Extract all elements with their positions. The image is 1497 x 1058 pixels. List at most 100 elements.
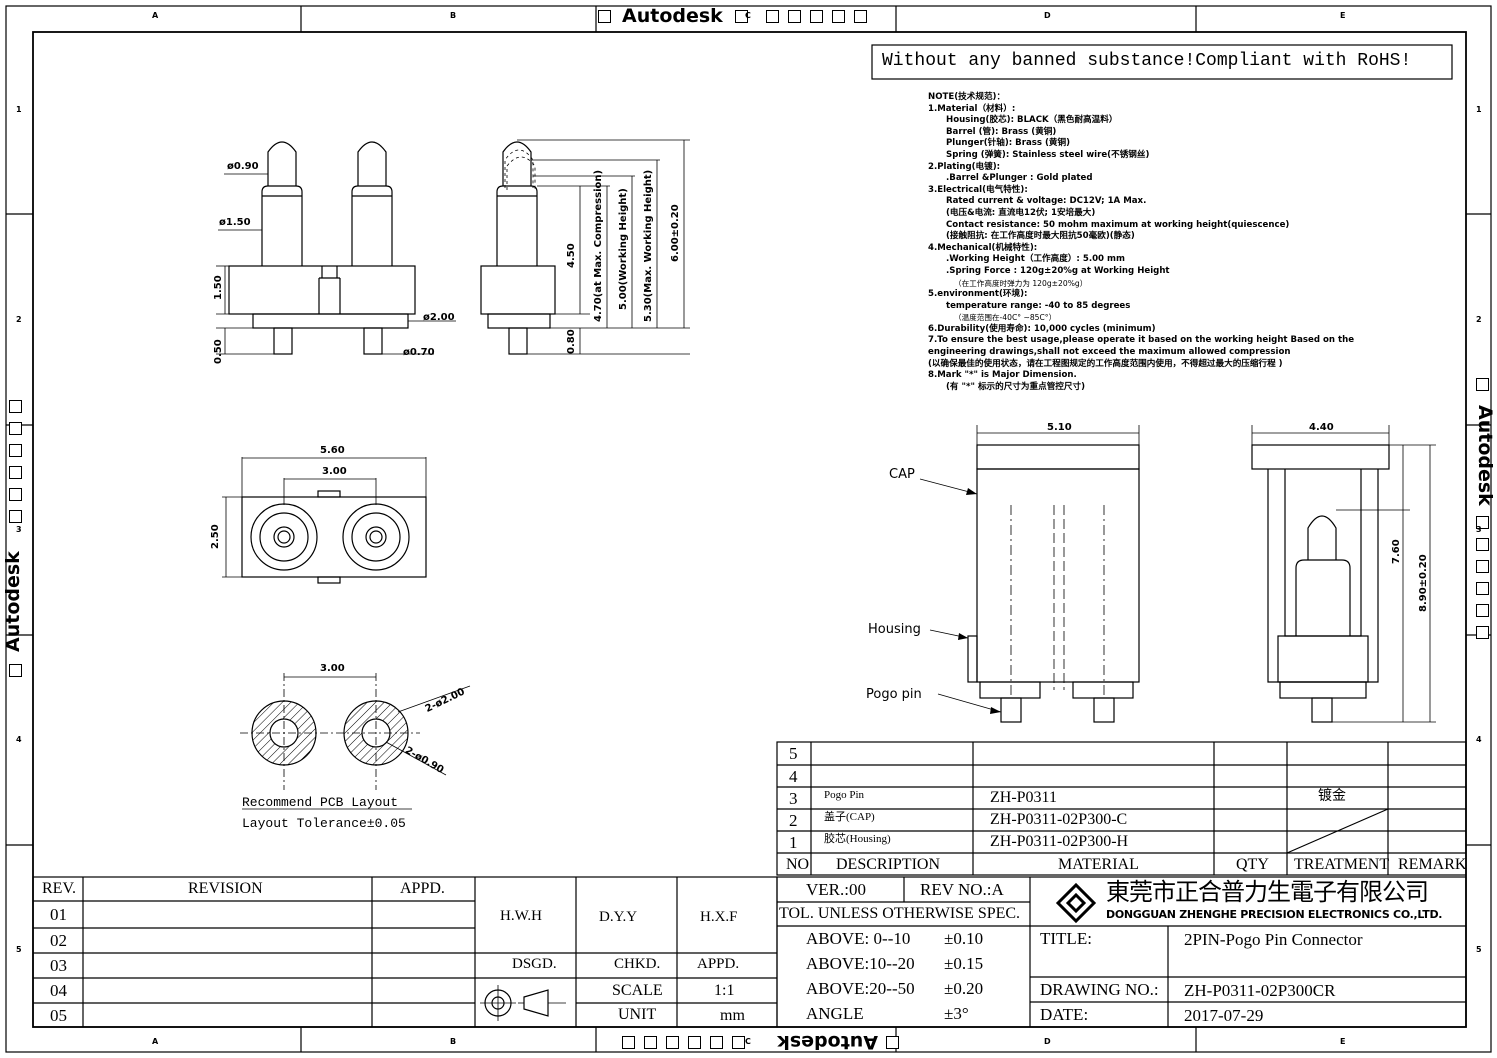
bom-row-description: 盖子(CAP)	[824, 811, 875, 823]
bom-header-material: MATERIAL	[1058, 856, 1139, 873]
bom-row-no: 2	[789, 811, 798, 830]
glyph-box-icon	[666, 1036, 679, 1049]
revision-number: REV NO.:A	[920, 880, 1004, 899]
projection-symbol	[480, 985, 566, 1021]
tolerance-range: ABOVE: 0--10	[806, 929, 911, 948]
dim-label: ø0.70	[403, 347, 435, 358]
section-view	[1251, 425, 1436, 723]
company-name-cn: 東莞市正合普力生電子有限公司	[1106, 878, 1429, 906]
note-line: 4.Mechanical(机械特性):	[928, 242, 1038, 253]
bom-row-material: ZH-P0311-02P300-C	[990, 811, 1128, 828]
dim-label: 3.00	[320, 663, 345, 674]
glyph-box-icon	[644, 1036, 657, 1049]
dim-label: ø1.50	[219, 217, 251, 228]
signoff-dsgd: DSGD.	[512, 956, 557, 972]
revision-row-number: 04	[50, 981, 67, 1000]
rohs-statement: Without any banned substance!Compliant w…	[882, 51, 1412, 71]
bom-row-no: 3	[789, 789, 798, 808]
zone-letter: B	[450, 11, 457, 20]
rohs-box	[871, 44, 1453, 80]
dim-label: 0.50	[213, 339, 224, 364]
dim-label: 0.80	[566, 329, 577, 354]
glyph-box-icon	[1476, 538, 1489, 551]
bom-header-no: NO	[786, 856, 810, 873]
bom-row-description: Pogo Pin	[824, 789, 865, 801]
note-line: Spring (弹簧): Stainless steel wire(不锈钢丝)	[946, 149, 1150, 160]
glyph-box-icon	[735, 10, 748, 23]
dim-label: 5.60	[320, 445, 345, 456]
glyph-box-icon	[1476, 378, 1489, 391]
bom-header-description: DESCRIPTION	[836, 856, 941, 873]
zone-number: 2	[1476, 315, 1482, 324]
dim-label: 5.30(Max. Working Height)	[643, 169, 654, 322]
note-line: .Spring Force : 120g±20%g at Working Hei…	[946, 265, 1170, 276]
bom-row-description: 胶芯(Housing)	[824, 833, 891, 845]
dim-label: 4.40	[1309, 422, 1334, 433]
note-line: 5.environment(环境):	[928, 289, 1028, 300]
zone-number: 4	[1476, 735, 1482, 744]
zone-letter: D	[1044, 1037, 1051, 1046]
glyph-box-icon	[832, 10, 845, 23]
note-line: .Working Height（工作高度）: 5.00 mm	[946, 254, 1125, 265]
dim-label: ø2.00	[423, 312, 455, 323]
left-brand: Autodesk	[2, 551, 24, 652]
company-logo-icon	[1055, 882, 1097, 924]
dim-label: 6.00±0.20	[670, 204, 681, 262]
note-line: (以确保最佳的使用状态，请在工程图规定的工作高度范围内使用，不得超过最大的压缩行…	[928, 358, 1283, 369]
note-line: Plunger(针轴): Brass (黄铜)	[946, 138, 1071, 149]
glyph-box-icon	[710, 1036, 723, 1049]
version: VER.:00	[806, 880, 866, 899]
drawing-date: 2017-07-29	[1184, 1006, 1264, 1025]
footer-brand: Autodesk	[777, 1031, 878, 1053]
glyph-box-icon	[810, 10, 823, 23]
note-line: （在工作高度时弹力为 120g±20%g）	[954, 278, 1088, 288]
side-view	[480, 139, 690, 355]
glyph-box-icon	[1476, 604, 1489, 617]
zone-letter: D	[1044, 11, 1051, 20]
note-line: Housing(胶芯): BLACK（黑色耐高温料）	[946, 115, 1118, 126]
cap-view	[919, 425, 1140, 723]
pcb-tolerance: Layout Tolerance±0.05	[242, 816, 406, 831]
note-line: 2.Plating(电镀):	[928, 161, 1001, 172]
front-view	[216, 141, 456, 355]
glyph-box-icon	[9, 422, 22, 435]
glyph-box-icon	[9, 510, 22, 523]
rev-header: REV.	[42, 880, 76, 897]
bom-row-no: 5	[789, 744, 798, 763]
signoff-dyy: D.Y.Y	[599, 909, 638, 925]
drawing-title: 2PIN-Pogo Pin Connector	[1184, 930, 1363, 949]
dim-label: ø0.90	[227, 161, 259, 172]
glyph-box-icon	[1476, 516, 1489, 529]
glyph-box-icon	[9, 664, 22, 677]
scale-value: 1:1	[714, 982, 735, 999]
top-view	[222, 457, 427, 584]
zone-number: 1	[1476, 105, 1482, 114]
glyph-box-icon	[1476, 560, 1489, 573]
dim-label: 4.70(at Max. Compression)	[593, 169, 604, 322]
dim-label: 2.50	[210, 524, 221, 549]
bom-header-remark: REMARK	[1398, 856, 1467, 873]
note-line: NOTE(技术规范)：	[928, 92, 1006, 102]
glyph-box-icon	[688, 1036, 701, 1049]
callout-arrows	[958, 488, 1001, 714]
bom-grid	[776, 741, 1467, 876]
title-label: TITLE:	[1040, 929, 1092, 948]
glyph-box-icon	[1476, 626, 1489, 639]
pcb-title: Recommend PCB Layout	[242, 795, 399, 810]
technical-notes: NOTE(技术规范)：1.Material（材料）:Housing(胶芯): B…	[928, 92, 1398, 393]
zone-number: 5	[16, 945, 22, 954]
note-line: 7.To ensure the best usage,please operat…	[928, 335, 1355, 346]
revision-row-number: 02	[50, 931, 67, 950]
bom-row-material: ZH-P0311-02P300-H	[990, 833, 1129, 850]
revision-row-number: 05	[50, 1006, 67, 1025]
pcb-layout	[240, 673, 471, 810]
note-line: engineering drawings,shall not exceed th…	[928, 347, 1291, 358]
note-line: (有 "*" 标示的尺寸为重点管控尺寸)	[946, 381, 1086, 392]
signoff-chkd: CHKD.	[614, 956, 661, 972]
note-line: Contact resistance: 50 mohm maximum at w…	[946, 219, 1290, 230]
glyph-box-icon	[9, 488, 22, 501]
tolerance-value: ±0.10	[944, 929, 984, 948]
zone-letter: E	[1340, 1037, 1346, 1046]
